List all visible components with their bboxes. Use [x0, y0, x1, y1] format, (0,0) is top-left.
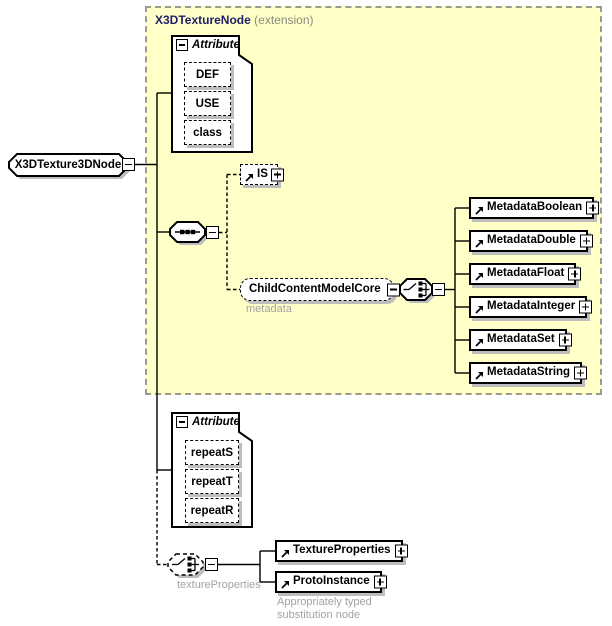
element-metadata-string[interactable]: MetadataString: [469, 362, 588, 384]
element-is[interactable]: IS: [240, 164, 284, 185]
region-title: X3DTextureNode: [155, 13, 251, 27]
element-label: MetadataFloat: [487, 267, 565, 280]
attribute-group-header: Attribute: [176, 416, 240, 428]
element-label: ChildContentModelCore: [249, 282, 381, 295]
element-textureproperties[interactable]: TextureProperties: [275, 540, 408, 562]
sequence-icon[interactable]: [169, 221, 210, 252]
choice-collapse-icon[interactable]: [205, 558, 218, 571]
sequence-collapse-icon[interactable]: [206, 226, 219, 239]
extension-region-header: X3DTextureNode (extension): [155, 13, 314, 27]
substitution-note-line2: substitution node: [277, 609, 361, 621]
element-label: MetadataDouble: [487, 234, 576, 247]
attribute-repeatt-label: repeatT: [191, 475, 233, 488]
expand-icon[interactable]: [586, 201, 600, 215]
collapse-icon[interactable]: [386, 283, 400, 296]
attribute-group-local: Attribute repeatS repeatT repeatR: [171, 412, 253, 528]
element-metadata-float[interactable]: MetadataFloat: [469, 263, 582, 285]
expand-icon[interactable]: [579, 300, 593, 314]
reference-arrow-icon: [475, 272, 484, 281]
substitution-note-line1: Appropriately typed: [277, 596, 372, 608]
choice-collapse-icon[interactable]: [432, 283, 445, 296]
expand-icon[interactable]: [579, 234, 593, 248]
root-node-label: X3DTexture3DNode: [14, 159, 122, 171]
attribute-repeatr[interactable]: repeatR: [185, 498, 239, 523]
expand-icon[interactable]: [270, 168, 284, 181]
expand-icon[interactable]: [574, 366, 588, 380]
expand-icon[interactable]: [394, 544, 408, 558]
attribute-group-title: Attribute: [192, 416, 240, 428]
attribute-use[interactable]: USE: [184, 91, 231, 116]
attribute-group-title: Attribute: [192, 39, 240, 51]
reference-arrow-icon: [281, 549, 290, 558]
attribute-def[interactable]: DEF: [184, 62, 231, 87]
element-protoinstance[interactable]: ProtoInstance: [275, 571, 387, 593]
annotation-textureproperties: textureProperties: [177, 579, 261, 591]
element-metadata-double[interactable]: MetadataDouble: [469, 230, 593, 252]
attribute-def-label: DEF: [196, 68, 219, 81]
reference-arrow-icon: [475, 338, 484, 347]
region-suffix: (extension): [254, 13, 314, 27]
element-label: MetadataInteger: [487, 300, 576, 313]
element-metadata-set[interactable]: MetadataSet: [469, 329, 572, 351]
expand-icon[interactable]: [558, 333, 572, 347]
reference-arrow-icon: [475, 206, 484, 215]
reference-arrow-icon: [475, 371, 484, 380]
attribute-use-label: USE: [195, 97, 220, 110]
root-node-shape: [8, 153, 130, 179]
root-node-x3dtexture3dnode[interactable]: X3DTexture3DNode: [8, 153, 132, 186]
attribute-repeatr-label: repeatR: [190, 504, 234, 517]
reference-arrow-icon: [475, 239, 484, 248]
reference-arrow-icon: [475, 305, 484, 314]
attribute-repeatt[interactable]: repeatT: [185, 469, 239, 494]
element-metadata-boolean[interactable]: MetadataBoolean: [469, 197, 600, 219]
annotation-metadata: metadata: [246, 303, 292, 315]
element-metadata-integer[interactable]: MetadataInteger: [469, 296, 593, 318]
attribute-repeats-label: repeatS: [190, 446, 234, 459]
element-label: TextureProperties: [293, 544, 391, 557]
element-childcontentmodelcore[interactable]: ChildContentModelCore: [240, 278, 400, 301]
expand-icon[interactable]: [373, 575, 387, 589]
attribute-class-label: class: [193, 126, 222, 139]
substitution-note: Appropriately typed substitution node: [277, 596, 372, 622]
collapse-icon[interactable]: [176, 39, 188, 51]
attribute-class[interactable]: class: [184, 120, 231, 145]
collapse-icon[interactable]: [176, 416, 188, 428]
expand-icon[interactable]: [568, 267, 582, 281]
element-label: IS: [257, 167, 268, 180]
attribute-group-header: Attribute: [176, 39, 240, 51]
element-label: MetadataBoolean: [487, 201, 583, 214]
element-label: MetadataString: [487, 366, 571, 379]
attribute-group-extension: Attribute DEF USE class: [171, 35, 253, 153]
element-label: MetadataSet: [487, 333, 555, 346]
root-collapse-icon[interactable]: [122, 158, 135, 171]
reference-arrow-icon: [245, 173, 254, 182]
attribute-repeats[interactable]: repeatS: [185, 440, 239, 465]
choice-icon-textureproperties[interactable]: [167, 553, 208, 585]
element-label: ProtoInstance: [293, 575, 370, 588]
reference-arrow-icon: [281, 580, 290, 589]
choice-icon[interactable]: [399, 278, 437, 310]
